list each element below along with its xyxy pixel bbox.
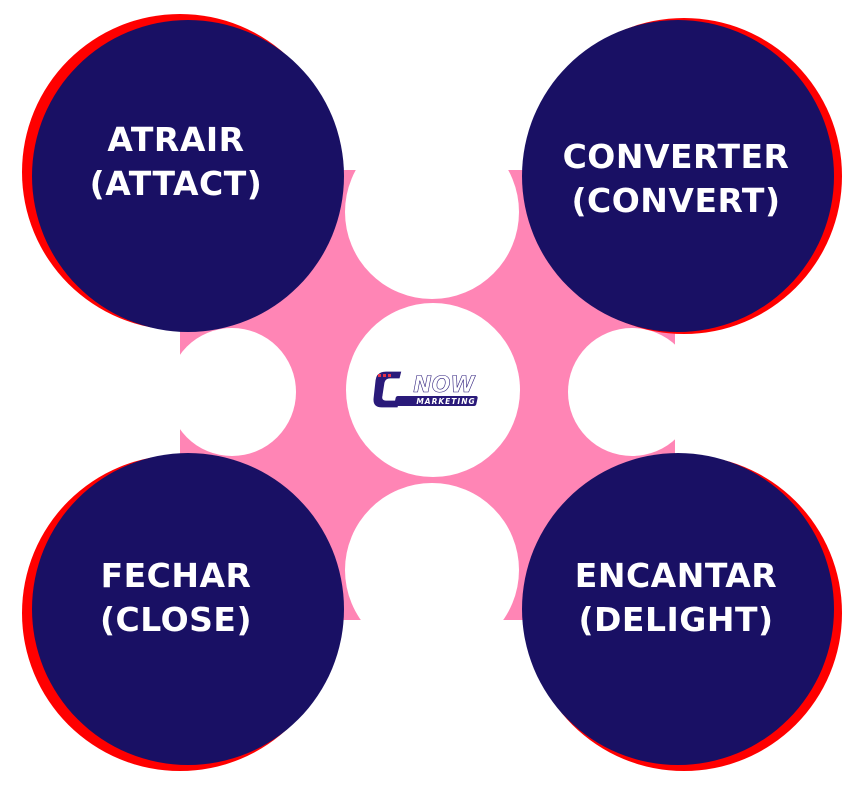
label-delight-line2: (DELIGHT) <box>578 600 774 639</box>
logo-dot-2 <box>383 374 386 377</box>
label-delight-line1: ENCANTAR <box>574 556 778 595</box>
logo-word: NOW <box>413 373 476 398</box>
circle-attract <box>32 20 344 332</box>
logo-tagline: MARKETING <box>416 397 475 406</box>
label-convert-line2: (CONVERT) <box>571 181 781 220</box>
label-close-line1: FECHAR <box>100 556 252 595</box>
circle-convert <box>522 20 834 332</box>
cutout-right <box>568 328 696 456</box>
label-attract-line2: (ATTACT) <box>89 164 263 203</box>
label-close-line2: (CLOSE) <box>99 600 253 639</box>
circle-close <box>32 453 344 765</box>
cutout-top <box>345 125 519 299</box>
cnow-logo: NOW MARKETING <box>372 370 478 409</box>
logo-dot-3 <box>388 374 391 377</box>
label-attract: ATRAIR (ATTACT) <box>26 118 326 206</box>
logo-tagline-bar <box>394 396 478 406</box>
center-circle <box>346 303 520 477</box>
label-convert-line1: CONVERTER <box>562 137 790 176</box>
label-delight: ENCANTAR (DELIGHT) <box>526 554 826 642</box>
cutout-bottom <box>345 483 519 657</box>
circle-delight <box>522 453 834 765</box>
label-close: FECHAR (CLOSE) <box>26 554 326 642</box>
label-attract-line1: ATRAIR <box>107 120 245 159</box>
cutout-left <box>168 328 296 456</box>
label-convert: CONVERTER (CONVERT) <box>526 135 826 223</box>
logo-dot-1 <box>378 374 381 377</box>
